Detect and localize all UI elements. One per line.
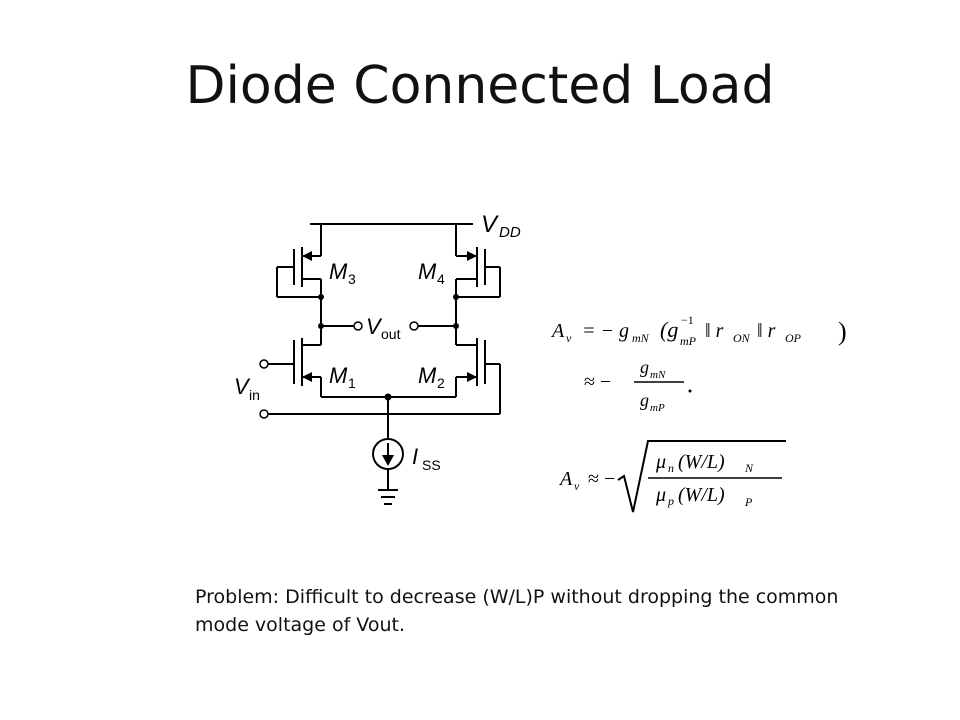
eq3-den-sub: p (667, 494, 674, 508)
eq2-num-sub: mN (650, 369, 666, 381)
eq2-num: g (640, 357, 649, 377)
eq3-den-rest-sub: P (744, 495, 753, 509)
m1-label: M (329, 363, 348, 388)
eq2-period (688, 389, 692, 393)
vin-label: V (234, 374, 251, 399)
eq1-paren-sub: mP (680, 334, 697, 348)
m1-sub: 1 (348, 375, 356, 391)
problem-text: Problem: Difficult to decrease (W/L)P wi… (195, 586, 839, 636)
eq1-par1: ‖ r (705, 320, 724, 342)
eq3-lhs: A (558, 468, 573, 490)
eq2-den: g (640, 390, 649, 410)
m3-sub: 3 (348, 271, 356, 287)
m4-label: M (418, 259, 437, 284)
vdd-label: V (481, 211, 499, 238)
eq1-par2-sub: OP (785, 331, 802, 345)
gain-equation-mobility: A v ≈ − μ n (W/L) N μ p (W/L) P (558, 440, 786, 513)
eq1-paren: (g (660, 317, 678, 342)
m2-label: M (418, 363, 437, 388)
vin-sub: in (249, 387, 260, 403)
eq1-lhs: A (550, 320, 565, 342)
gain-equation-approx: ≈ − g mN g mP (584, 357, 692, 414)
eq3-num-rest: (W/L) (678, 451, 725, 473)
vdd-sub: DD (499, 224, 521, 241)
eq1-sup: −1 (681, 313, 694, 327)
eq2-den-sub: mP (650, 402, 665, 414)
m3-label: M (329, 259, 348, 284)
vout-sub: out (381, 326, 401, 342)
eq1-lhs-sub: v (566, 331, 572, 345)
iss-sub: SS (422, 457, 441, 473)
eq3-approx: ≈ − (588, 468, 615, 490)
eq3-num-sub: n (668, 461, 674, 475)
eq1-par1-sub: ON (733, 331, 751, 345)
eq1-rhs-sub: mN (632, 331, 650, 345)
eq3-num-rest-sub: N (744, 461, 754, 475)
eq3-den: μ (655, 484, 666, 506)
eq1-rhs: = − g (582, 320, 629, 342)
eq3-lhs-sub: v (574, 479, 580, 493)
slide-title: Diode Connected Load (185, 56, 775, 116)
gain-equation-exact: A v = − g mN (g mP −1 ‖ r ON ‖ r OP ) (550, 313, 847, 348)
m2-sub: 2 (437, 375, 445, 391)
eq1-close: ) (838, 317, 847, 346)
eq1-par2: ‖ r (757, 320, 776, 342)
eq2-approx: ≈ − (584, 371, 611, 393)
eq3-den-rest: (W/L) (678, 484, 725, 506)
vout-label: V (366, 314, 383, 339)
eq3-sqrt (617, 440, 786, 513)
m4-sub: 4 (437, 271, 445, 287)
iss-label: I (412, 444, 418, 469)
eq3-num: μ (655, 451, 666, 473)
